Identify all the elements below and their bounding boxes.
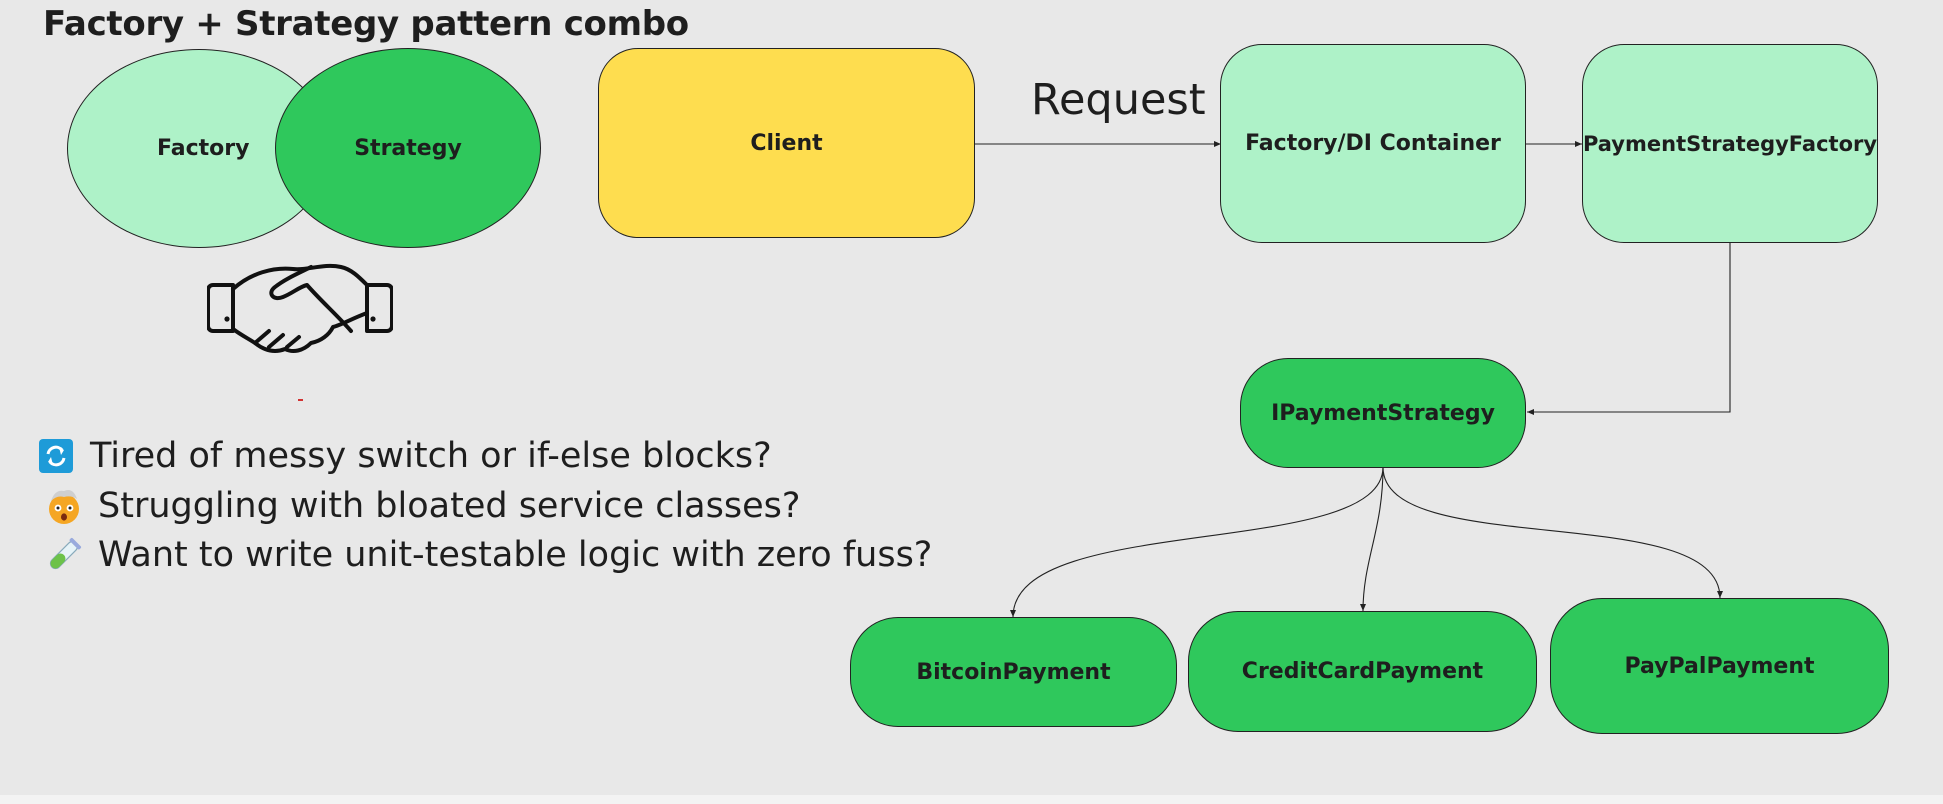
node-paypal-label: PayPalPayment xyxy=(1624,653,1815,679)
node-ipayment-strategy: IPaymentStrategy xyxy=(1240,358,1526,468)
node-ipayment-label: IPaymentStrategy xyxy=(1271,400,1495,426)
node-factory-di-container: Factory/DI Container xyxy=(1220,44,1526,243)
node-bitcoin-payment: BitcoinPayment xyxy=(850,617,1177,727)
venn-factory-label: Factory xyxy=(157,136,250,161)
edge-label-request: Request xyxy=(1031,75,1206,125)
edge-ipayment-to-bitcoin xyxy=(1010,466,1384,618)
venn-strategy-label: Strategy xyxy=(354,135,462,161)
edge-ipayment-to-paypal xyxy=(1382,466,1723,599)
bullet-item-1: Tired of messy switch or if-else blocks? xyxy=(36,436,772,476)
node-bitcoin-label: BitcoinPayment xyxy=(916,659,1111,685)
venn-strategy-circle: Strategy xyxy=(275,48,541,248)
test-tube-icon xyxy=(44,535,84,575)
handshake-icon xyxy=(207,263,393,353)
bullet-item-2: Struggling with bloated service classes? xyxy=(44,486,800,526)
bottom-strip xyxy=(0,795,1943,804)
edge-ipayment-to-creditcard xyxy=(1360,466,1384,612)
node-client-label: Client xyxy=(750,130,823,156)
node-creditcard-label: CreditCardPayment xyxy=(1241,659,1484,684)
exploding-head-icon xyxy=(44,486,84,526)
node-paypal-payment: PayPalPayment xyxy=(1550,598,1889,734)
page-title: Factory + Strategy pattern combo xyxy=(43,4,689,44)
bullet-item-3: Want to write unit-testable logic with z… xyxy=(44,535,932,575)
node-creditcard-payment: CreditCardPayment xyxy=(1188,611,1537,732)
edge-payment-factory-to-ipayment xyxy=(1527,243,1731,415)
bullet-text-3: Want to write unit-testable logic with z… xyxy=(98,535,933,575)
small-red-mark xyxy=(298,399,303,401)
bullet-text-1: Tired of messy switch or if-else blocks? xyxy=(90,436,772,476)
node-payment-factory-label: PaymentStrategyFactory xyxy=(1582,131,1878,156)
node-factory-di-label: Factory/DI Container xyxy=(1245,131,1501,156)
refresh-icon xyxy=(36,436,76,476)
bullet-text-2: Struggling with bloated service classes? xyxy=(98,486,801,526)
node-payment-strategy-factory: PaymentStrategyFactory xyxy=(1582,44,1878,243)
node-client: Client xyxy=(598,48,975,238)
